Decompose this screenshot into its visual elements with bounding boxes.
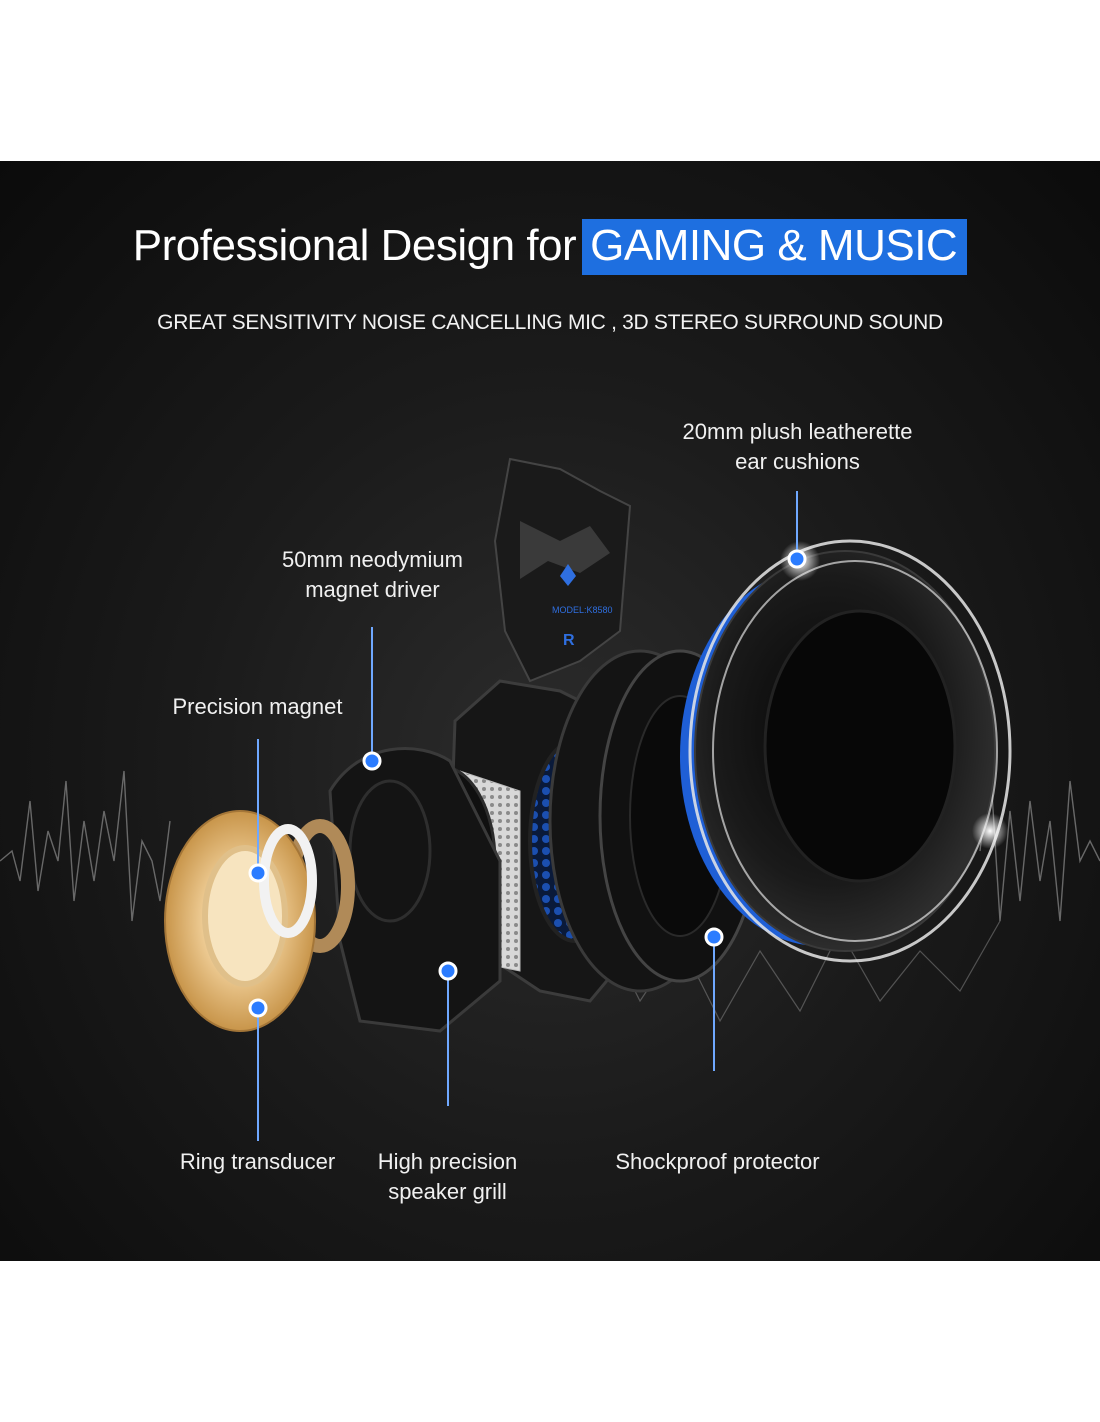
label-driver: 50mm neodymium magnet driver	[240, 545, 505, 605]
side-mark: R	[563, 632, 575, 649]
model-text: MODEL:K8580	[552, 605, 613, 615]
dot-magnet	[248, 863, 268, 883]
ring-transducer	[164, 810, 317, 1032]
callout-lines	[257, 491, 798, 1141]
title-main: Professional Design for	[132, 221, 577, 270]
page-subtitle: GREAT SENSITIVITY NOISE CANCELLING MIC ,…	[157, 311, 943, 334]
dot-protector	[704, 927, 724, 947]
label-protector: Shockproof protector	[615, 1149, 820, 1174]
logo-icon	[560, 564, 576, 586]
headband: MODEL:K8580 R	[493, 457, 632, 683]
dot-driver	[362, 751, 382, 771]
label-grill-line2: speaker grill	[388, 1179, 507, 1204]
headset-exploded-illustration: MODEL:K8580 R	[0, 457, 1100, 1141]
label-driver-line1: 50mm neodymium	[282, 547, 463, 572]
label-magnet: Precision magnet	[172, 694, 343, 719]
label-grill-line1: High precision	[377, 1149, 518, 1174]
dot-ring	[248, 998, 268, 1018]
magnet-driver-plate	[328, 747, 502, 1033]
sound-wave-left	[0, 770, 171, 922]
label-ring: Ring transducer	[179, 1149, 336, 1174]
label-ear-cushions: 20mm plush leatherette ear cushions	[640, 417, 955, 477]
title-highlight: GAMING & MUSIC	[582, 219, 968, 275]
label-ear-cushions-line2: ear cushions	[735, 449, 860, 474]
ear-cushion	[680, 539, 1012, 963]
label-ear-cushions-line1: 20mm plush leatherette	[682, 419, 913, 444]
product-banner: MODEL:K8580 R	[0, 161, 1100, 1261]
dot-cushions	[787, 549, 807, 569]
callout-dots	[248, 549, 807, 1018]
dot-grill	[438, 961, 458, 981]
label-driver-line2: magnet driver	[305, 577, 440, 602]
label-grill: High precision speaker grill	[355, 1147, 540, 1207]
